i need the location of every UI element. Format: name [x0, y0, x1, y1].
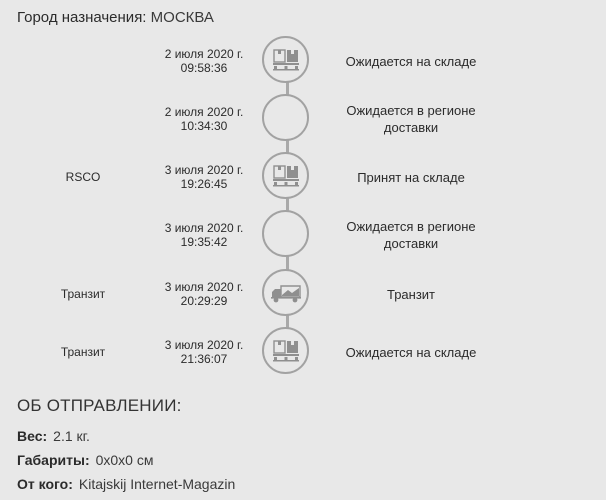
event-time: 19:26:45: [180, 177, 228, 191]
event-datetime: 3 июля 2020 г. 21:36:07: [150, 327, 258, 377]
event-time: 20:29:29: [180, 294, 228, 308]
destination-city: Город назначения: МОСКВА: [17, 9, 214, 26]
shipment-dimensions: Габариты: 0x0x0 см: [17, 452, 153, 468]
truck-icon: [262, 269, 309, 316]
empty-circle-icon: [262, 94, 309, 141]
event-time: 09:58:36: [180, 61, 228, 75]
event-datetime: 2 июля 2020 г. 10:34:30: [150, 94, 258, 144]
sender-label: От кого:: [17, 476, 73, 492]
warehouse-pallet-icon: [262, 152, 309, 199]
event-datetime: 3 июля 2020 г. 19:26:45: [150, 152, 258, 202]
event-place: Транзит: [60, 287, 106, 301]
event-date: 3 июля 2020 г.: [164, 280, 244, 294]
event-time: 10:34:30: [180, 119, 228, 133]
event-time: 21:36:07: [180, 352, 228, 366]
dimensions-label: Габариты:: [17, 452, 90, 468]
event-date: 2 июля 2020 г.: [164, 47, 244, 61]
event-datetime: 2 июля 2020 г. 09:58:36: [150, 36, 258, 86]
weight-value: 2.1 кг.: [53, 428, 90, 444]
event-place: Транзит: [60, 345, 106, 359]
event-status: Ожидается в регионе доставки: [346, 103, 476, 135]
event-datetime: 3 июля 2020 г. 20:29:29: [150, 269, 258, 319]
event-place: RSCO: [65, 170, 101, 184]
tracking-event: Транзит 3 июля 2020 г. 21:36:07 Ожидаетс…: [0, 327, 606, 377]
tracking-event: Транзит 3 июля 2020 г. 20:29:29 Транзит: [0, 269, 606, 319]
tracking-event: 3 июля 2020 г. 19:35:42 Ожидается в реги…: [0, 210, 606, 260]
destination-label: Город назначения:: [17, 9, 147, 26]
sender-value: Kitajskij Internet-Magazin: [78, 476, 236, 492]
event-place: [44, 94, 122, 144]
event-status: Принят на складе: [357, 169, 465, 185]
event-status: Ожидается в регионе доставки: [346, 219, 476, 251]
shipment-section-title: ОБ ОТПРАВЛЕНИИ:: [17, 396, 182, 415]
shipment-sender: От кого: Kitajskij Internet-Magazin: [17, 476, 235, 492]
warehouse-pallet-icon: [262, 36, 309, 83]
tracking-event: RSCO 3 июля 2020 г. 19:26:45 Принят на с…: [0, 152, 606, 202]
tracking-event: 2 июля 2020 г. 10:34:30 Ожидается в реги…: [0, 94, 606, 144]
shipment-weight: Вес: 2.1 кг.: [17, 428, 90, 444]
event-status: Ожидается на складе: [345, 53, 477, 69]
event-place: [44, 210, 122, 260]
event-time: 19:35:42: [180, 235, 228, 249]
timeline-line: [286, 60, 289, 352]
event-date: 3 июля 2020 г.: [164, 221, 244, 235]
event-place: [44, 36, 122, 86]
event-datetime: 3 июля 2020 г. 19:35:42: [150, 210, 258, 260]
event-status: Транзит: [386, 286, 436, 302]
weight-label: Вес:: [17, 428, 48, 444]
event-date: 3 июля 2020 г.: [164, 163, 244, 177]
empty-circle-icon: [262, 210, 309, 257]
event-status: Ожидается на складе: [345, 344, 477, 360]
event-date: 2 июля 2020 г.: [164, 105, 244, 119]
tracking-event: 2 июля 2020 г. 09:58:36 Ожидается на скл…: [0, 36, 606, 86]
destination-value: МОСКВА: [150, 9, 214, 26]
warehouse-pallet-icon: [262, 327, 309, 374]
event-date: 3 июля 2020 г.: [164, 338, 244, 352]
dimensions-value: 0x0x0 см: [95, 452, 154, 468]
